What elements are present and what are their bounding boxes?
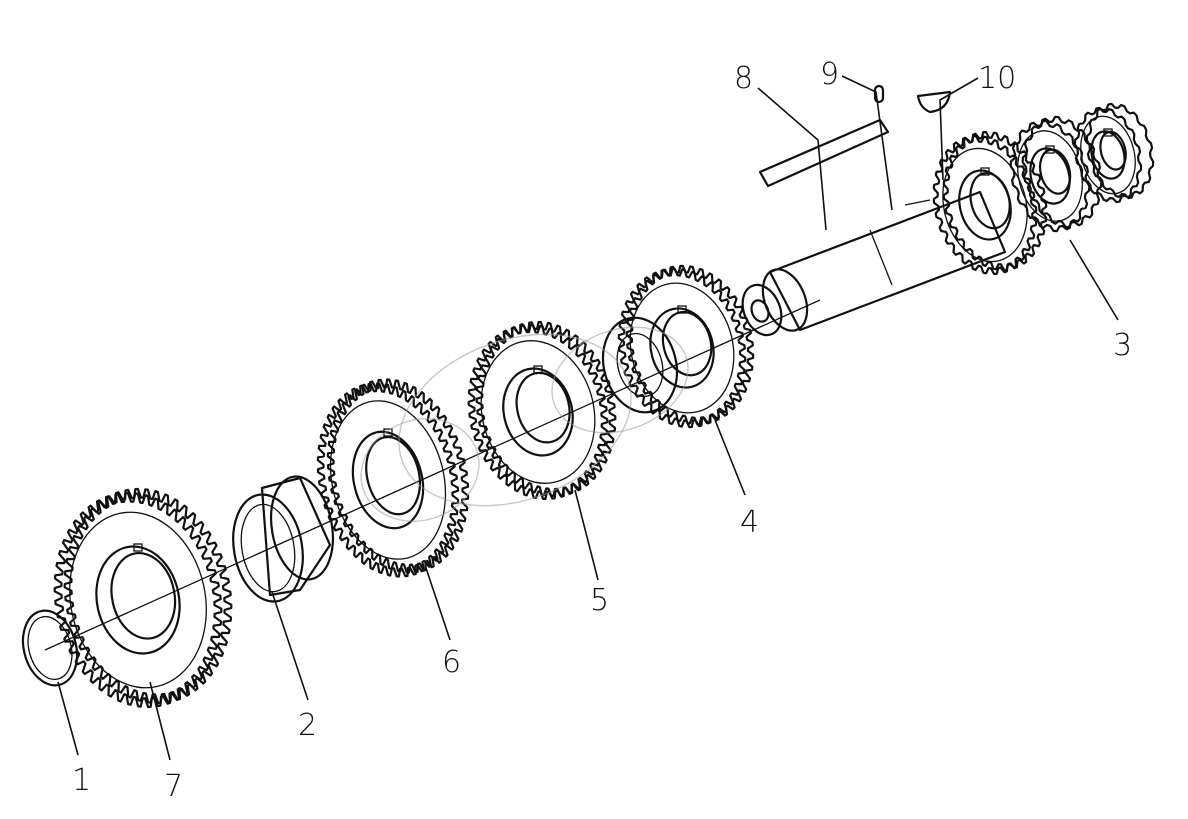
callout-label-2: 2 bbox=[298, 708, 317, 743]
callout-label-8: 8 bbox=[734, 61, 753, 96]
callout-label-7: 7 bbox=[164, 769, 183, 804]
part-1-snap-ring bbox=[21, 609, 79, 687]
callout-label-9: 9 bbox=[820, 57, 839, 92]
leader-lines bbox=[57, 75, 1119, 761]
part-4-gear-hub bbox=[601, 316, 679, 414]
callout-label-4: 4 bbox=[740, 505, 759, 540]
callout-label-10: 10 bbox=[978, 61, 1016, 96]
callout-label-3: 3 bbox=[1113, 328, 1132, 363]
part-3-cluster-gear-small bbox=[1073, 102, 1155, 204]
callout-label-5: 5 bbox=[590, 583, 609, 618]
part-8-key bbox=[758, 118, 890, 188]
part-3-cluster-gear-large bbox=[932, 130, 1048, 276]
callout-labels: 1 2 3 4 5 6 7 8 9 10 bbox=[72, 57, 1132, 804]
part-10-woodruff-key bbox=[916, 90, 952, 114]
callout-label-1: 1 bbox=[72, 763, 91, 798]
watermark bbox=[360, 326, 689, 522]
part-3-cluster-gear-mid bbox=[1009, 115, 1103, 233]
part-9-pin bbox=[873, 84, 885, 104]
part-2-spacer-sleeve bbox=[232, 475, 334, 603]
part-5-gear bbox=[467, 321, 617, 500]
part-7-gear bbox=[53, 487, 233, 709]
assembly-axis-line bbox=[44, 299, 821, 651]
part-4-gear bbox=[617, 264, 755, 429]
callout-label-6: 6 bbox=[442, 645, 461, 680]
part-3-countershaft bbox=[741, 102, 1155, 337]
part-6-gear bbox=[316, 378, 470, 578]
